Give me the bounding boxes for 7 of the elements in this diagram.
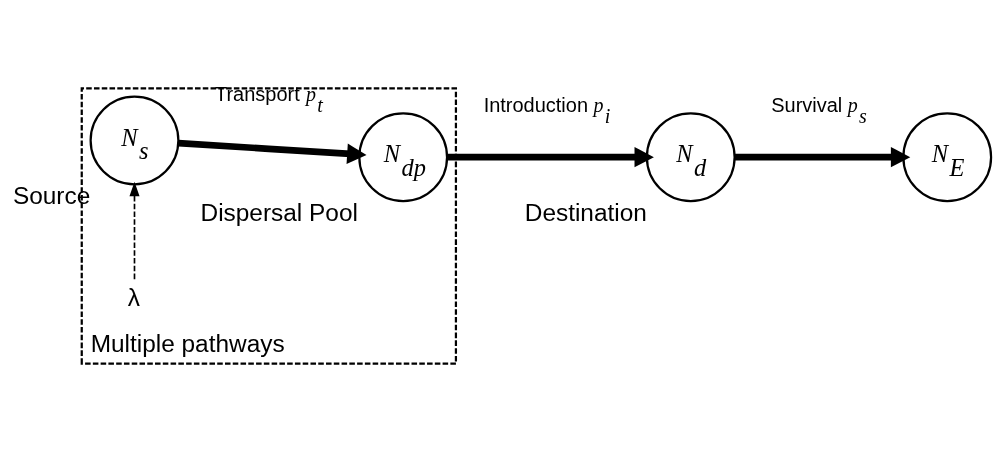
arrow <box>178 139 367 164</box>
arrow <box>129 181 140 280</box>
node-label: Dispersal Pool <box>200 198 358 226</box>
arrow <box>734 147 911 168</box>
node-label: Source <box>12 181 91 209</box>
node-text: λ <box>127 283 141 311</box>
node-label: Destination <box>524 198 647 226</box>
